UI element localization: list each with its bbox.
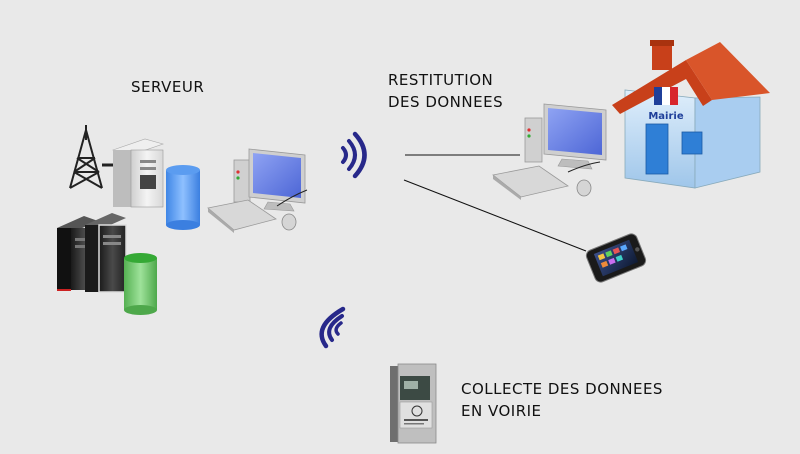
town-hall-house-icon: Mairie [612, 40, 770, 189]
wireless-signal-icon [341, 131, 367, 179]
smartphone-icon [585, 233, 647, 283]
roadside-collector-icon [390, 363, 437, 444]
server-label-text: SERVEUR [131, 78, 205, 96]
database-cylinder-icon [166, 165, 200, 230]
desktop-computer-icon [492, 103, 607, 200]
server-label: SERVEUR [131, 76, 204, 98]
restitution-label-line1: RESTITUTION [388, 71, 494, 89]
restitution-label: RESTITUTION DES DONNEES [388, 69, 503, 113]
collecte-label-line2: EN VOIRIE [461, 402, 542, 420]
server-tower-icon [111, 138, 165, 208]
wireless-signal-icon [319, 306, 346, 349]
database-cylinder-icon [124, 253, 157, 315]
desktop-computer-icon [207, 148, 308, 233]
restitution-label-line2: DES DONNEES [388, 93, 504, 111]
antenna-tower-icon [69, 125, 113, 189]
house-sign: Mairie [648, 111, 683, 122]
collecte-label-line1: COLLECTE DES DONNEES [461, 380, 663, 398]
server-tower-icon [85, 213, 127, 293]
collecte-label: COLLECTE DES DONNEES EN VOIRIE [461, 378, 663, 422]
link-line-phone [403, 179, 587, 252]
